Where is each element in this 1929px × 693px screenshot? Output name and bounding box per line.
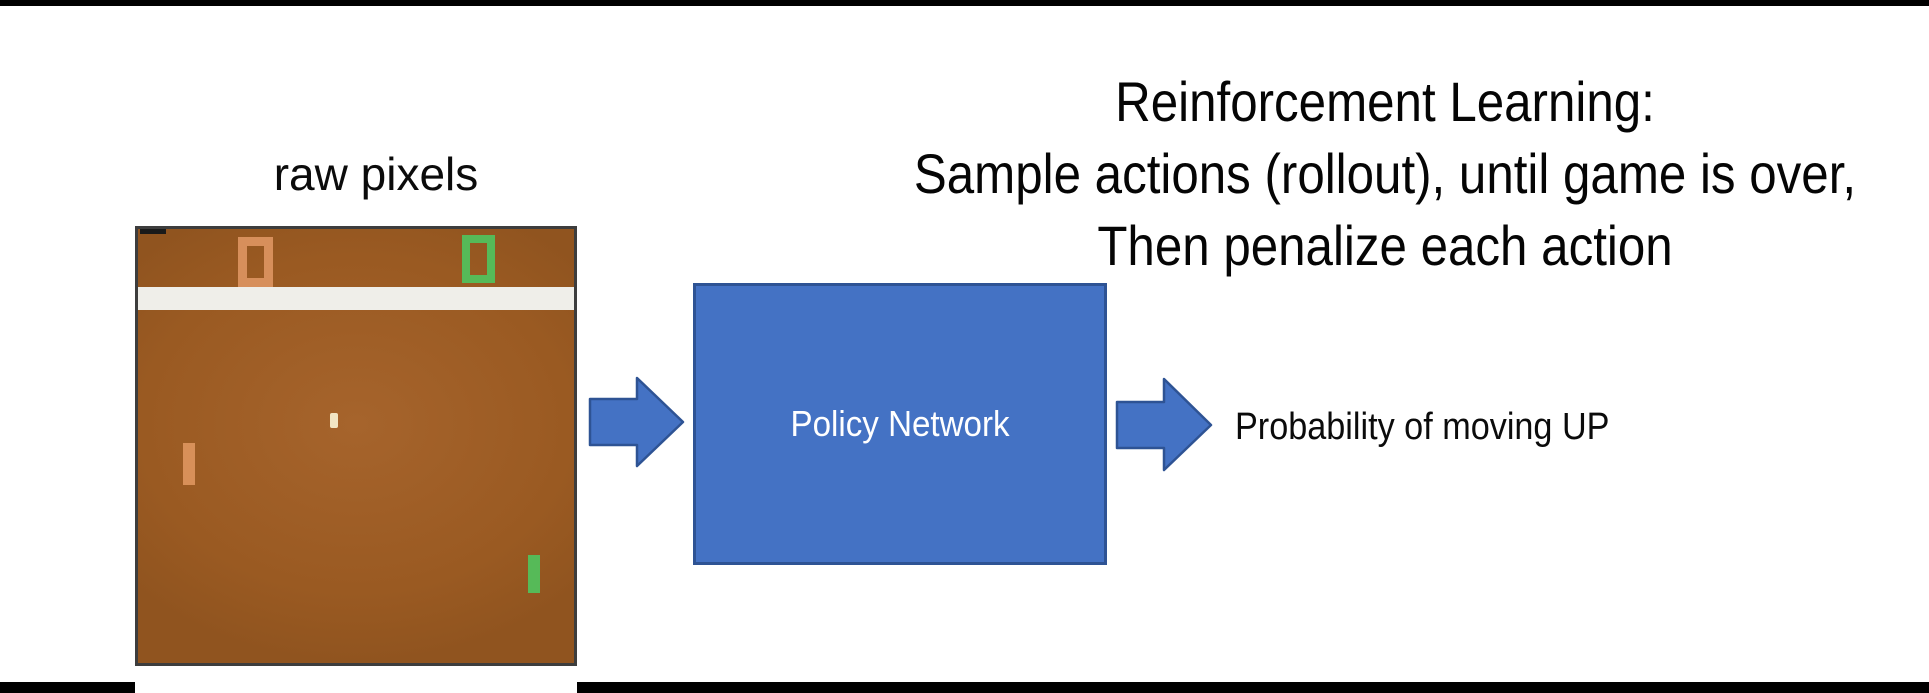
pong-score-right-zero <box>462 235 495 283</box>
output-arrow-icon <box>1115 377 1213 472</box>
policy-network-box: Policy Network <box>693 283 1107 565</box>
pong-top-wall <box>138 287 574 310</box>
top-black-bar <box>0 0 1929 6</box>
title-line-3: Then penalize each action <box>1097 214 1673 277</box>
pong-right-paddle <box>528 555 540 593</box>
policy-network-label: Policy Network <box>790 403 1010 444</box>
screenshot-artifact-notch <box>140 229 166 234</box>
pong-game-screenshot <box>135 226 577 666</box>
bottom-black-bar-left <box>0 682 135 693</box>
title-line-1: Reinforcement Learning: <box>1115 70 1655 133</box>
pong-ball <box>330 413 338 428</box>
pong-score-left-zero <box>238 237 273 287</box>
raw-pixels-label: raw pixels <box>273 148 479 200</box>
slide-title: Reinforcement Learning: Sample actions (… <box>769 66 1929 282</box>
pong-left-paddle <box>183 443 195 485</box>
bottom-black-bar-right <box>577 682 1929 693</box>
output-probability-label: Probability of moving UP <box>1235 406 1610 448</box>
input-arrow-icon <box>588 376 685 468</box>
title-line-2: Sample actions (rollout), until game is … <box>913 142 1857 205</box>
